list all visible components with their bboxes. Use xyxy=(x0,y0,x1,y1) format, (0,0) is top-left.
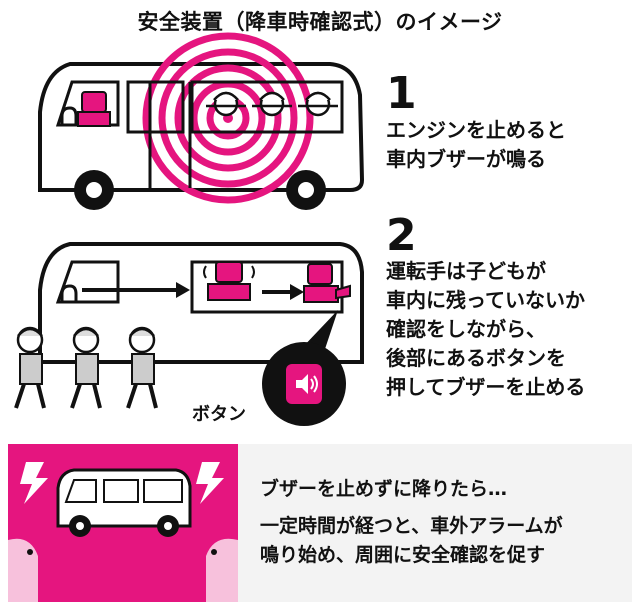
step-1-number: 1 xyxy=(386,68,417,119)
driver-pressing-button-icon xyxy=(303,263,351,303)
bus-1 xyxy=(38,32,365,210)
driver-icon xyxy=(60,91,111,127)
speaker-button-icon xyxy=(286,364,322,404)
walking-child-icon xyxy=(14,326,46,409)
button-label: ボタン xyxy=(192,404,246,425)
child-passenger-icon xyxy=(298,91,338,117)
diagram-title: 安全装置（降車時確認式）のイメージ xyxy=(137,10,503,34)
bottom-line: 鳴り始め、周囲に安全確認を促す xyxy=(260,544,546,566)
step-2-number: 2 xyxy=(386,210,417,261)
bystander-icon xyxy=(8,538,38,602)
walking-child-icon xyxy=(126,326,158,409)
child-passenger-icon xyxy=(252,91,292,117)
small-bus-icon xyxy=(56,468,192,537)
step-2-line: 確認をしながら、 xyxy=(386,317,546,341)
step-1-line: エンジンを止めると xyxy=(386,118,566,142)
buzzer-sound-rings xyxy=(142,32,314,204)
step-1-line: 車内ブザーが鳴る xyxy=(386,147,546,171)
alarm-bolt-icon xyxy=(20,462,48,504)
bystander-icon xyxy=(206,538,238,602)
bus-2 xyxy=(38,242,364,426)
step-2-line: 押してブザーを止める xyxy=(386,375,586,399)
bottom-body: 一定時間が経つと、車外アラームが 鳴り始め、周囲に安全確認を促す xyxy=(260,512,563,570)
step-1-text: エンジンを止めると 車内ブザーが鳴る xyxy=(386,116,566,174)
walking-child-icon xyxy=(70,326,102,409)
bottom-heading: ブザーを止めずに降りたら… xyxy=(260,478,508,500)
step-2-line: 車内に残っていないか xyxy=(386,288,585,312)
child-passenger-icon xyxy=(206,91,246,117)
step-2-text: 運転手は子どもが 車内に残っていないか 確認をしながら、 後部にあるボタンを 押… xyxy=(386,257,585,402)
driver-checking-icon xyxy=(203,261,255,301)
alarm-bolt-icon xyxy=(196,462,224,504)
step-2-line: 後部にあるボタンを xyxy=(386,346,566,370)
bottom-line: 一定時間が経つと、車外アラームが xyxy=(260,515,563,537)
step-2-line: 運転手は子どもが xyxy=(386,259,546,283)
